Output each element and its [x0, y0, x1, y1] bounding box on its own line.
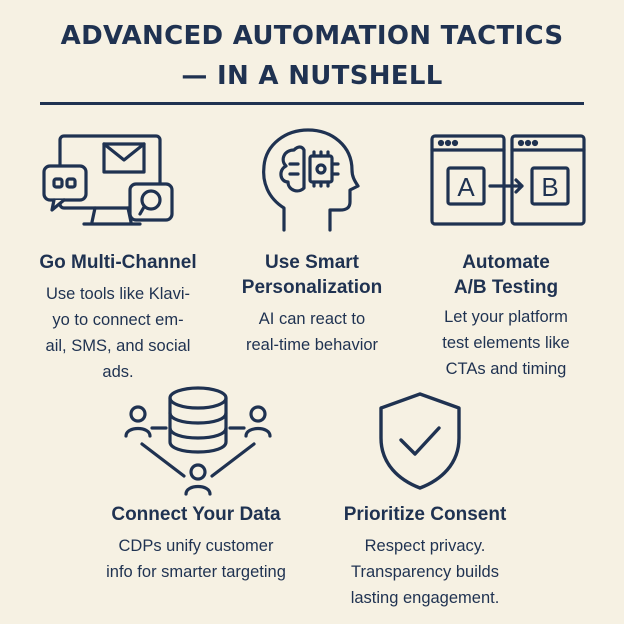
database-network-icon	[122, 384, 274, 500]
shield-check-icon	[375, 390, 465, 492]
tactic-description: Let your platform test elements like CTA…	[400, 304, 612, 382]
description-line: yo to connect em-	[52, 311, 184, 329]
description-line: Respect privacy.	[364, 537, 486, 555]
description-line: AI can react to	[258, 310, 366, 328]
heading-line: Automate	[462, 252, 550, 273]
description-line: CTAs and timing	[445, 360, 567, 378]
svg-text:B: B	[541, 172, 558, 202]
description-line: lasting engagement.	[350, 589, 500, 607]
page-title: ADVANCED AUTOMATION TACTICS — IN A NUTSH…	[0, 16, 624, 96]
tactic-consent: Prioritize Consent Respect privacy. Tran…	[316, 502, 534, 611]
tactic-ab-testing: Automate A/B Testing Let your platform t…	[400, 250, 612, 382]
tactic-description: Respect privacy. Transparency builds las…	[316, 533, 534, 611]
tactic-description: AI can react to real-time behavior	[214, 306, 410, 358]
tactic-description: CDPs unify customer info for smarter tar…	[80, 533, 312, 585]
description-line: ail, SMS, and social	[45, 337, 191, 355]
tactic-description: Use tools like Klavi- yo to connect em- …	[10, 281, 226, 385]
tactic-heading: Use Smart Personalization	[214, 250, 410, 300]
heading-line: Personalization	[241, 277, 383, 298]
title-line-2: — IN A NUTSHELL	[181, 61, 443, 91]
tactic-multi-channel: Go Multi-Channel Use tools like Klavi- y…	[10, 250, 226, 385]
tactic-personalization: Use Smart Personalization AI can react t…	[214, 250, 410, 358]
title-divider	[40, 102, 584, 105]
tactic-heading: Automate A/B Testing	[400, 250, 612, 300]
description-line: Transparency builds	[351, 563, 499, 581]
tactic-heading: Go Multi-Channel	[39, 252, 197, 273]
ai-brain-head-icon	[254, 124, 364, 234]
heading-line: A/B Testing	[453, 277, 559, 298]
description-line: info for smarter targeting	[106, 563, 286, 581]
tactic-connect-data: Connect Your Data CDPs unify customer in…	[80, 502, 312, 585]
ab-testing-windows-icon: A B	[430, 134, 586, 230]
multi-channel-devices-icon	[40, 128, 180, 238]
description-line: test elements like	[442, 334, 570, 352]
heading-line: Use Smart	[265, 252, 359, 273]
tactic-heading: Prioritize Consent	[343, 504, 507, 525]
svg-text:A: A	[457, 172, 475, 202]
description-line: ads.	[102, 363, 134, 381]
tactic-heading: Connect Your Data	[111, 504, 281, 525]
description-line: CDPs unify customer	[118, 537, 274, 555]
description-line: Use tools like Klavi-	[46, 285, 190, 303]
description-line: real-time behavior	[245, 336, 379, 354]
title-line-1: ADVANCED AUTOMATION TACTICS	[60, 21, 564, 51]
description-line: Let your platform	[444, 308, 568, 326]
